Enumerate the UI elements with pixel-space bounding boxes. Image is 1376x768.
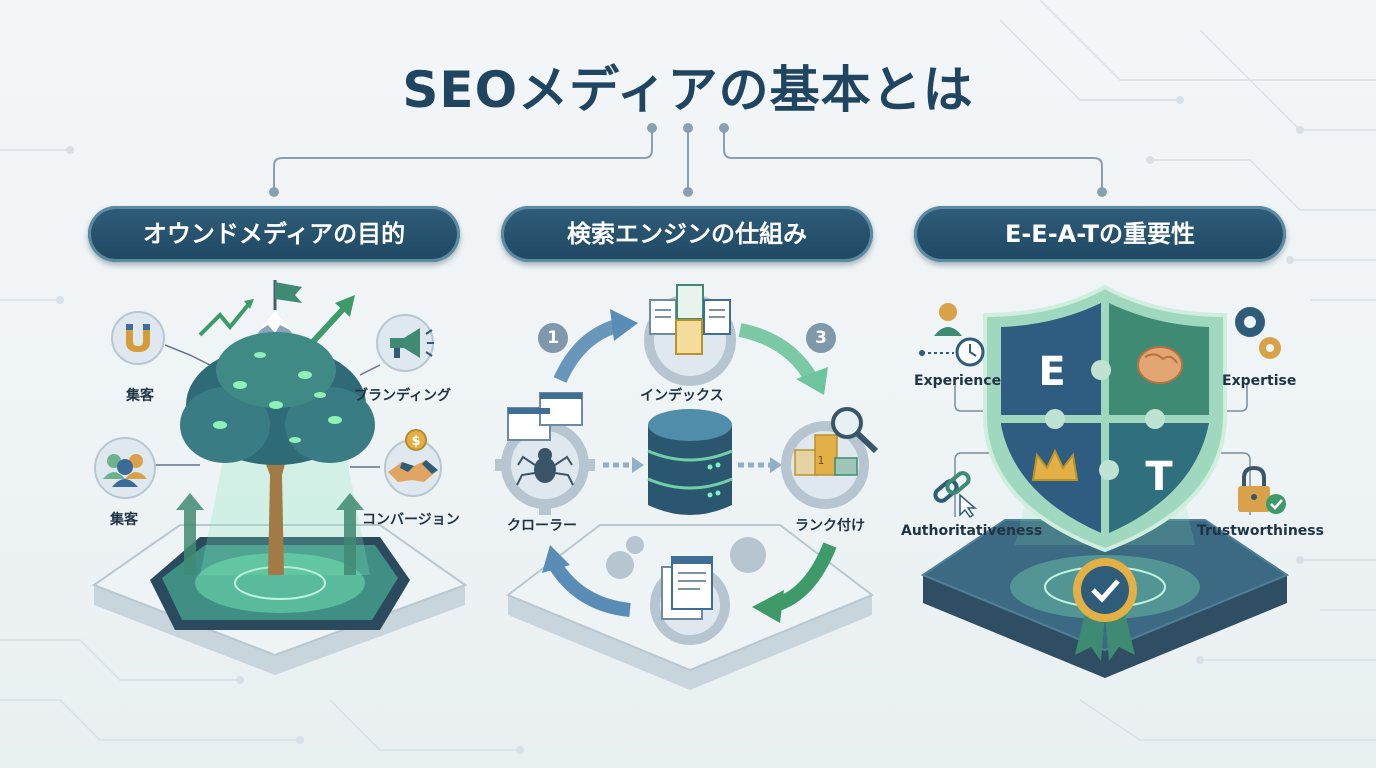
eeat-illustration: E T — [920, 284, 1290, 678]
step-number-1: 1 — [538, 323, 568, 353]
shield-letter-t: T — [1145, 454, 1173, 500]
magnet-icon — [111, 311, 165, 365]
label-conversion: コンバージョン — [362, 512, 460, 528]
brain-icon — [1137, 346, 1183, 384]
search-engine-illustration: 1 — [495, 284, 879, 690]
svg-text:1: 1 — [818, 454, 825, 467]
handshake-coin-icon: $ — [384, 429, 442, 497]
link-cursor-icon — [933, 471, 978, 519]
label-authoritativeness: Authoritativeness — [901, 523, 1043, 539]
label-ranking: ランク付け — [795, 518, 865, 534]
label-trustworthiness: Trustworthiness — [1197, 523, 1324, 539]
award-badge-icon — [1073, 558, 1137, 661]
megaphone-icon — [376, 314, 434, 372]
tree-icon — [180, 332, 375, 575]
step-number-3: 3 — [806, 323, 836, 353]
shield-letter-e: E — [1038, 349, 1065, 395]
gears-icon — [1235, 307, 1281, 359]
label-attract-2: 集客 — [110, 512, 138, 528]
users-icon — [94, 437, 156, 499]
crown-icon — [1031, 448, 1079, 481]
label-attract-1: 集客 — [126, 388, 154, 404]
flag-icon — [275, 282, 302, 303]
shield-icon: E T — [983, 284, 1227, 553]
spider-icon — [495, 392, 595, 515]
ranking-podium-icon: 1 — [781, 421, 869, 509]
section-heading-eeat: E-E-A-Tの重要性 — [914, 206, 1286, 262]
label-index: インデックス — [640, 388, 724, 404]
label-crawler: クローラー — [507, 518, 577, 534]
label-expertise: Expertise — [1222, 373, 1297, 389]
person-clock-icon — [919, 303, 985, 367]
svg-text:$: $ — [411, 434, 420, 449]
title-connectors — [269, 123, 1107, 197]
magnifier-icon — [831, 407, 879, 454]
database-icon — [647, 409, 733, 515]
documents-icon — [644, 284, 736, 386]
section-heading-owned-media: オウンドメディアの目的 — [88, 206, 460, 262]
page-title: SEOメディアの基本とは — [402, 61, 974, 119]
padlock-check-icon — [1238, 465, 1286, 514]
owned-media-illustration — [91, 280, 468, 675]
label-branding: ブランディング — [354, 388, 452, 404]
section-heading-search-engine: 検索エンジンの仕組み — [501, 206, 873, 262]
label-experience: Experience — [914, 373, 1002, 389]
